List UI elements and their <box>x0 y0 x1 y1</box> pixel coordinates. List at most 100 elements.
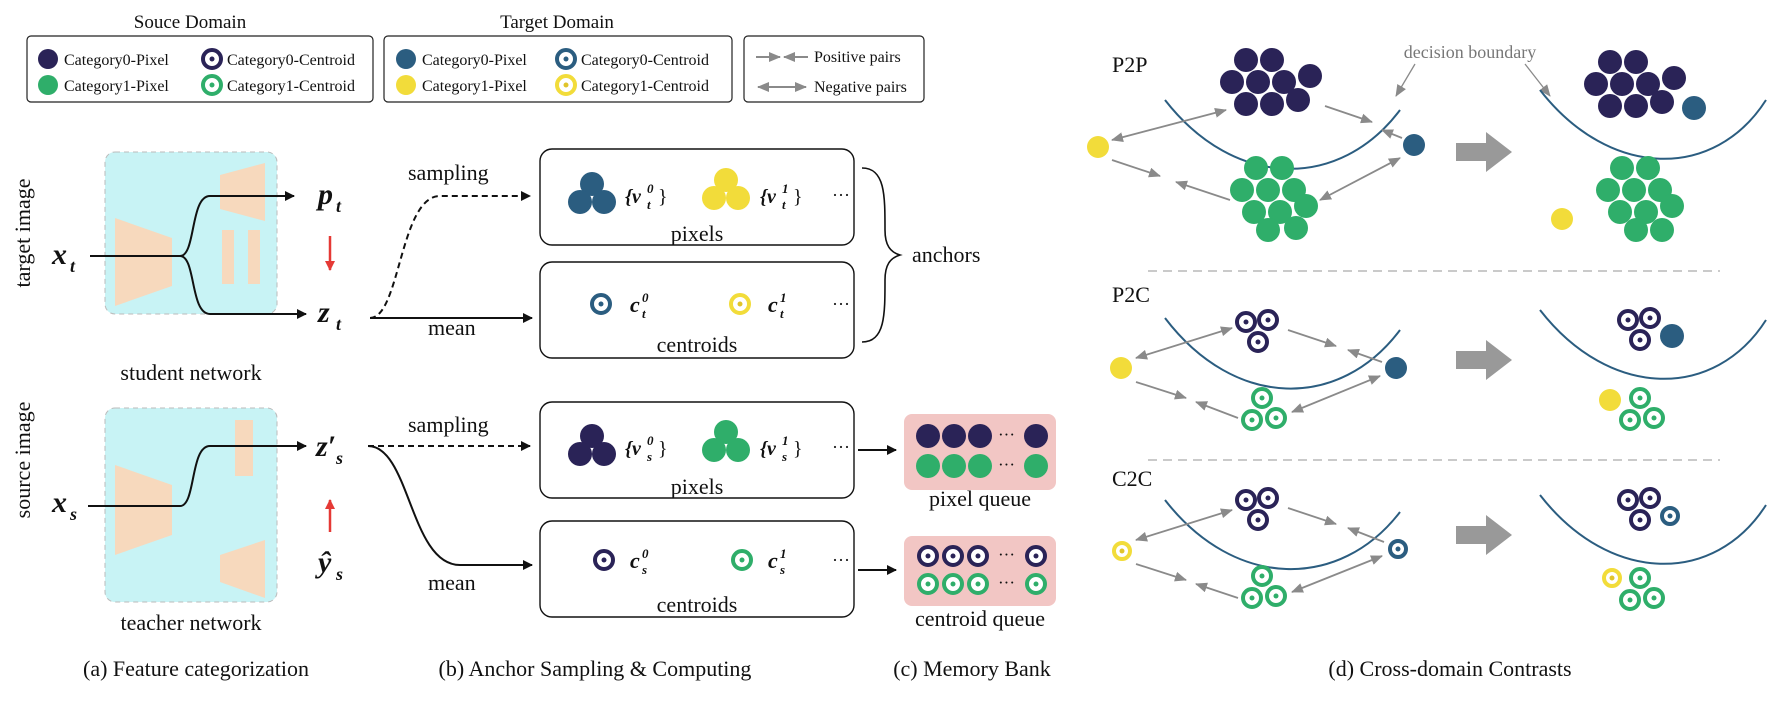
cs0-sup: 0 <box>642 546 649 561</box>
vs0-sup: 0 <box>647 433 654 448</box>
src-cat0-centroid-cluster <box>1617 487 1661 531</box>
x-s-symbol: x <box>51 486 67 519</box>
tgt-cat1-pixel <box>1110 357 1132 379</box>
ellipsis: ··· <box>998 455 1015 474</box>
src-cat0-centroid-cluster <box>1235 309 1279 353</box>
target-cat0-centroid-icon <box>555 48 577 70</box>
source-legend-box <box>26 35 374 103</box>
src-cat0-centroid-cluster <box>1617 307 1661 351</box>
source-cat1-centroid <box>731 549 753 571</box>
p2p-label: P2P <box>1112 52 1147 77</box>
source-sampling-label: sampling <box>408 412 489 437</box>
y-s-symbol: ŷ <box>315 546 332 579</box>
legend: Souce Domain Category0-Pixel Category0-C… <box>26 12 925 103</box>
vs0-label: {v <box>625 438 642 460</box>
tgt-cat0-pixel <box>1660 324 1684 348</box>
p-t-subscript: t <box>336 196 342 216</box>
x-t-symbol: x <box>51 238 67 271</box>
vt0-label: {v <box>625 186 642 208</box>
negative-pair-arrow <box>1135 326 1233 360</box>
ellipsis: ··· <box>832 185 850 205</box>
target-cat1-pixel-icon <box>396 75 416 95</box>
student-head-block <box>220 163 265 221</box>
source-cat1-pixel-icon <box>38 75 58 95</box>
tgt-cat1-pixel <box>1551 208 1573 230</box>
legend-source-item: Category1-Centroid <box>227 78 355 95</box>
target-cat0-pixel-cluster <box>568 172 616 214</box>
y-s-subscript: s <box>335 564 343 584</box>
src-cat1-centroid-cluster <box>1241 387 1287 431</box>
source-pixels-box <box>539 401 855 499</box>
teacher-proj-block <box>235 420 253 476</box>
ct0-sup: 0 <box>642 290 649 305</box>
decision-boundary-curve <box>1539 309 1767 380</box>
negative-pair-arrow <box>1291 375 1381 413</box>
z-s-symbol: z′ <box>315 430 336 463</box>
src-cat1-centroid-cluster <box>1619 567 1665 611</box>
vs1-label: {v <box>760 438 777 460</box>
positive-pair-arrow <box>1175 180 1231 201</box>
teacher-network-label: teacher network <box>120 610 261 635</box>
ct0-label: c <box>630 292 640 317</box>
z-t-subscript: t <box>336 314 342 334</box>
target-cat1-pixel-cluster <box>702 168 750 210</box>
target-cat1-centroid-icon <box>555 74 577 96</box>
positive-pair-arrow <box>1381 129 1403 139</box>
target-cat0-centroid <box>590 293 612 315</box>
ellipsis: ··· <box>998 545 1015 564</box>
src-cat1-centroid-cluster <box>1619 387 1665 431</box>
ct1-sub: t <box>780 306 784 321</box>
anchors-label: anchors <box>912 242 980 267</box>
tgt-cat0-pixel <box>1385 357 1407 379</box>
tgt-cat0-centroid <box>1660 506 1680 526</box>
legend-source-item: Category0-Centroid <box>227 52 355 69</box>
c2c-label: C2C <box>1112 466 1152 491</box>
ct1-label: c <box>768 292 778 317</box>
vt0-sub: t <box>647 197 651 212</box>
z-s-subscript: s <box>335 448 343 468</box>
pairs-legend-box <box>743 35 925 103</box>
ellipsis: ··· <box>832 550 850 570</box>
source-domain-title: Souce Domain <box>134 12 247 33</box>
positive-pair-arrow <box>1324 105 1373 124</box>
legend-negative-pairs: Negative pairs <box>814 79 907 96</box>
source-cat0-pixel-icon <box>38 49 58 69</box>
source-cat1-pixel-cluster <box>702 420 750 462</box>
target-sampling-label: sampling <box>408 160 489 185</box>
centroid-queue-row-cat0 <box>917 545 1047 567</box>
ct1-sup: 1 <box>780 290 787 305</box>
centroid-queue-label: centroid queue <box>915 606 1045 631</box>
svg-text:}: } <box>658 186 668 208</box>
positive-pair-arrow <box>1287 329 1337 348</box>
decision-boundary-curve <box>1164 317 1401 390</box>
legend-target-item: Category1-Pixel <box>422 78 527 95</box>
panel-c: ··· ··· pixel queue ··· ··· centroid que… <box>858 414 1056 681</box>
student-network-label: student network <box>120 360 261 385</box>
positive-pair-arrow <box>1347 527 1385 543</box>
anchors-brace <box>861 167 903 343</box>
student-proj-block <box>248 230 260 284</box>
centroid-queue-box <box>904 536 1056 606</box>
transition-arrow <box>1456 515 1512 555</box>
svg-text:}: } <box>793 186 803 208</box>
target-pixels-box <box>539 148 855 246</box>
source-cat0-centroid-icon <box>201 48 223 70</box>
source-mean-label: mean <box>428 570 476 595</box>
panel-a: target image source image student networ… <box>10 151 343 681</box>
positive-pair-arrow <box>1287 507 1337 526</box>
pixel-queue-row-cat0 <box>916 424 1048 448</box>
transition-arrow <box>1456 340 1512 380</box>
negative-pair-arrow <box>1135 508 1233 542</box>
ellipsis: ··· <box>832 437 850 457</box>
caption-b: (b) Anchor Sampling & Computing <box>439 656 752 681</box>
target-centroids-box <box>539 261 855 359</box>
positive-pair-arrow <box>1347 348 1383 363</box>
tgt-cat1-pixel <box>1087 136 1109 158</box>
src-cat1-centroid-cluster <box>1241 565 1287 609</box>
panel-b: sampling mean {v 0 t } {v 1 t } ··· pixe… <box>367 148 980 681</box>
source-cat1-centroid-icon <box>201 74 223 96</box>
vt1-label: {v <box>760 186 777 208</box>
legend-target-item: Category0-Centroid <box>581 52 709 69</box>
negative-pair-arrow <box>1319 157 1401 201</box>
